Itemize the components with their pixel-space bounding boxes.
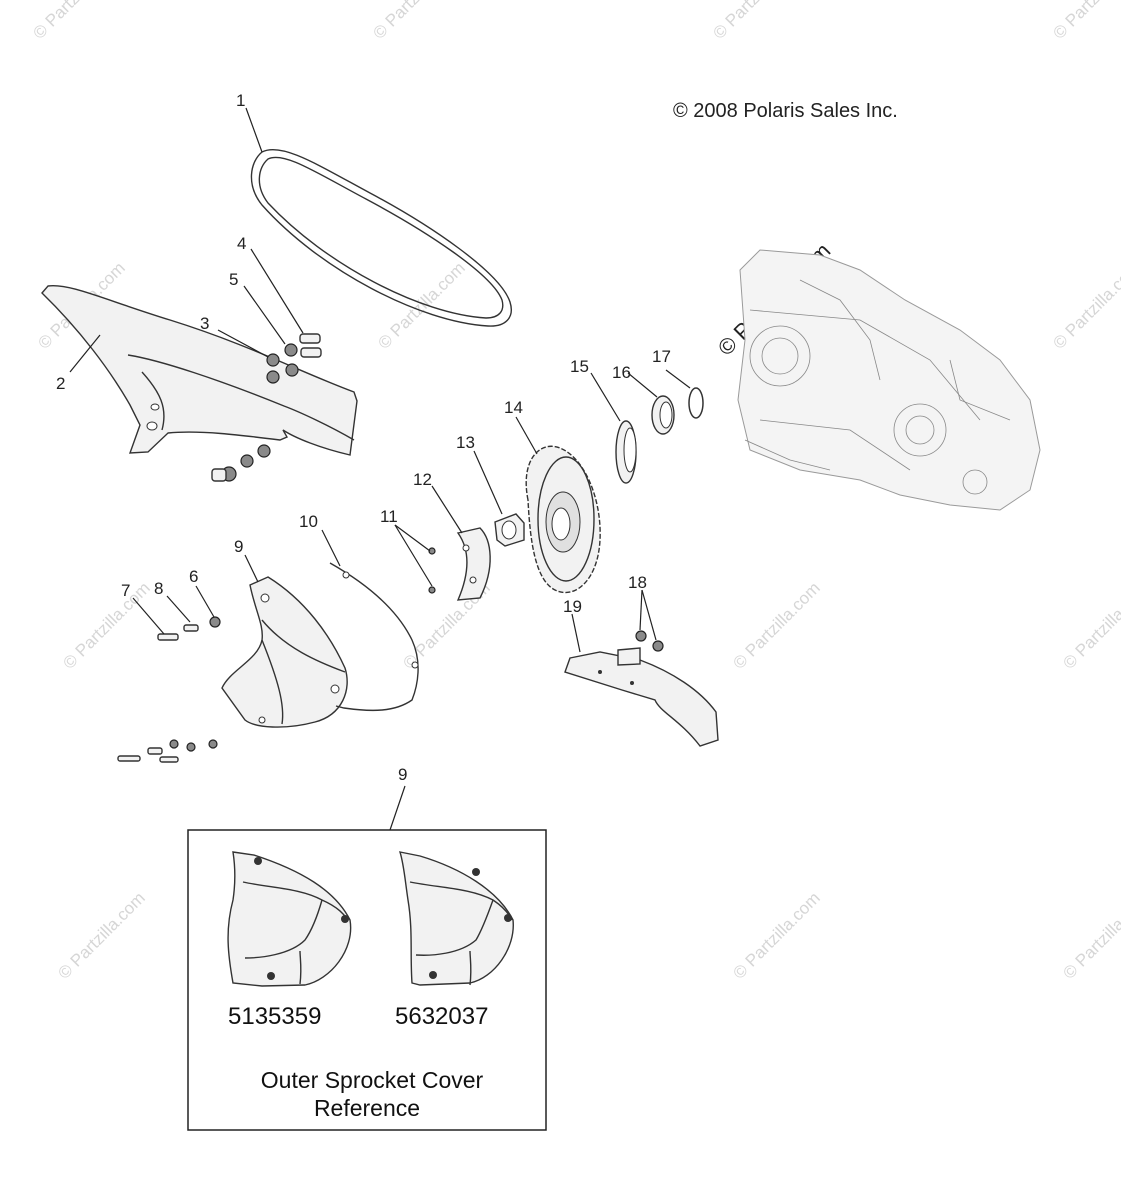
callout-8: 8 [154,579,163,598]
watermark-text: © Partzilla.com [1049,0,1121,43]
callout-9: 9 [234,537,243,556]
cover-gasket [329,562,419,712]
callout-9-reference: 9 [398,765,407,784]
callout-6: 6 [189,567,198,586]
watermark-text: © Partzilla.com [29,0,123,43]
cover-bolts [117,616,221,763]
callout-17: 17 [652,347,671,366]
callout-2: 2 [56,374,65,393]
watermark-text: © Partzilla.com [374,258,468,352]
part-number-a: 5135359 [228,1003,321,1030]
seal-and-ring [615,387,704,484]
lower-belt-guard [564,630,719,747]
callout-3: 3 [200,314,209,333]
cover-a-illustration [227,851,352,987]
callout-4: 4 [237,234,246,253]
engine-illustration [737,249,1041,511]
watermark-text: © Partzilla.com [709,0,803,43]
drive-sprocket [525,445,601,594]
reference-title-line1: Outer Sprocket Cover [261,1067,484,1093]
callout-1: 1 [236,91,245,110]
copyright-text: © 2008 Polaris Sales Inc. [673,100,898,122]
watermark-text: © Partzilla.com [1049,258,1121,352]
leader-lines [69,107,691,831]
part-number-b: 5632037 [395,1003,488,1030]
reference-box: 5135359 5632037 Outer Sprocket Cover Ref… [187,829,547,1131]
callout-19: 19 [563,597,582,616]
sprocket-cover [221,576,348,728]
callout-13: 13 [456,433,475,452]
watermark-text: © Partzilla.com [369,0,463,43]
callout-10: 10 [299,512,318,531]
guard-fasteners [211,333,322,482]
callout-14: 14 [504,398,523,417]
callout-5: 5 [229,270,238,289]
callout-16: 16 [612,363,631,382]
watermark-text: © Partzilla.com [729,578,823,672]
retainer-plate [428,513,525,601]
watermark-text: © Partzilla.com [54,888,148,982]
drive-belt [250,148,512,327]
watermark-text: © Partzilla.com [729,888,823,982]
belt-guard [41,284,358,456]
callout-12: 12 [413,470,432,489]
watermark-text: © Partzilla.com [59,578,153,672]
watermark-text: © Partzilla.com [1059,888,1121,982]
callout-11: 11 [380,507,398,526]
cover-b-illustration [398,851,514,986]
watermark-text: © Partzilla.com [1059,578,1121,672]
callout-15: 15 [570,357,589,376]
callout-18: 18 [628,573,647,592]
reference-title-line2: Reference [314,1095,420,1121]
callout-7: 7 [121,581,130,600]
callout-numbers: 1 2 3 4 5 6 7 8 9 10 11 12 13 14 15 16 1… [56,91,671,784]
